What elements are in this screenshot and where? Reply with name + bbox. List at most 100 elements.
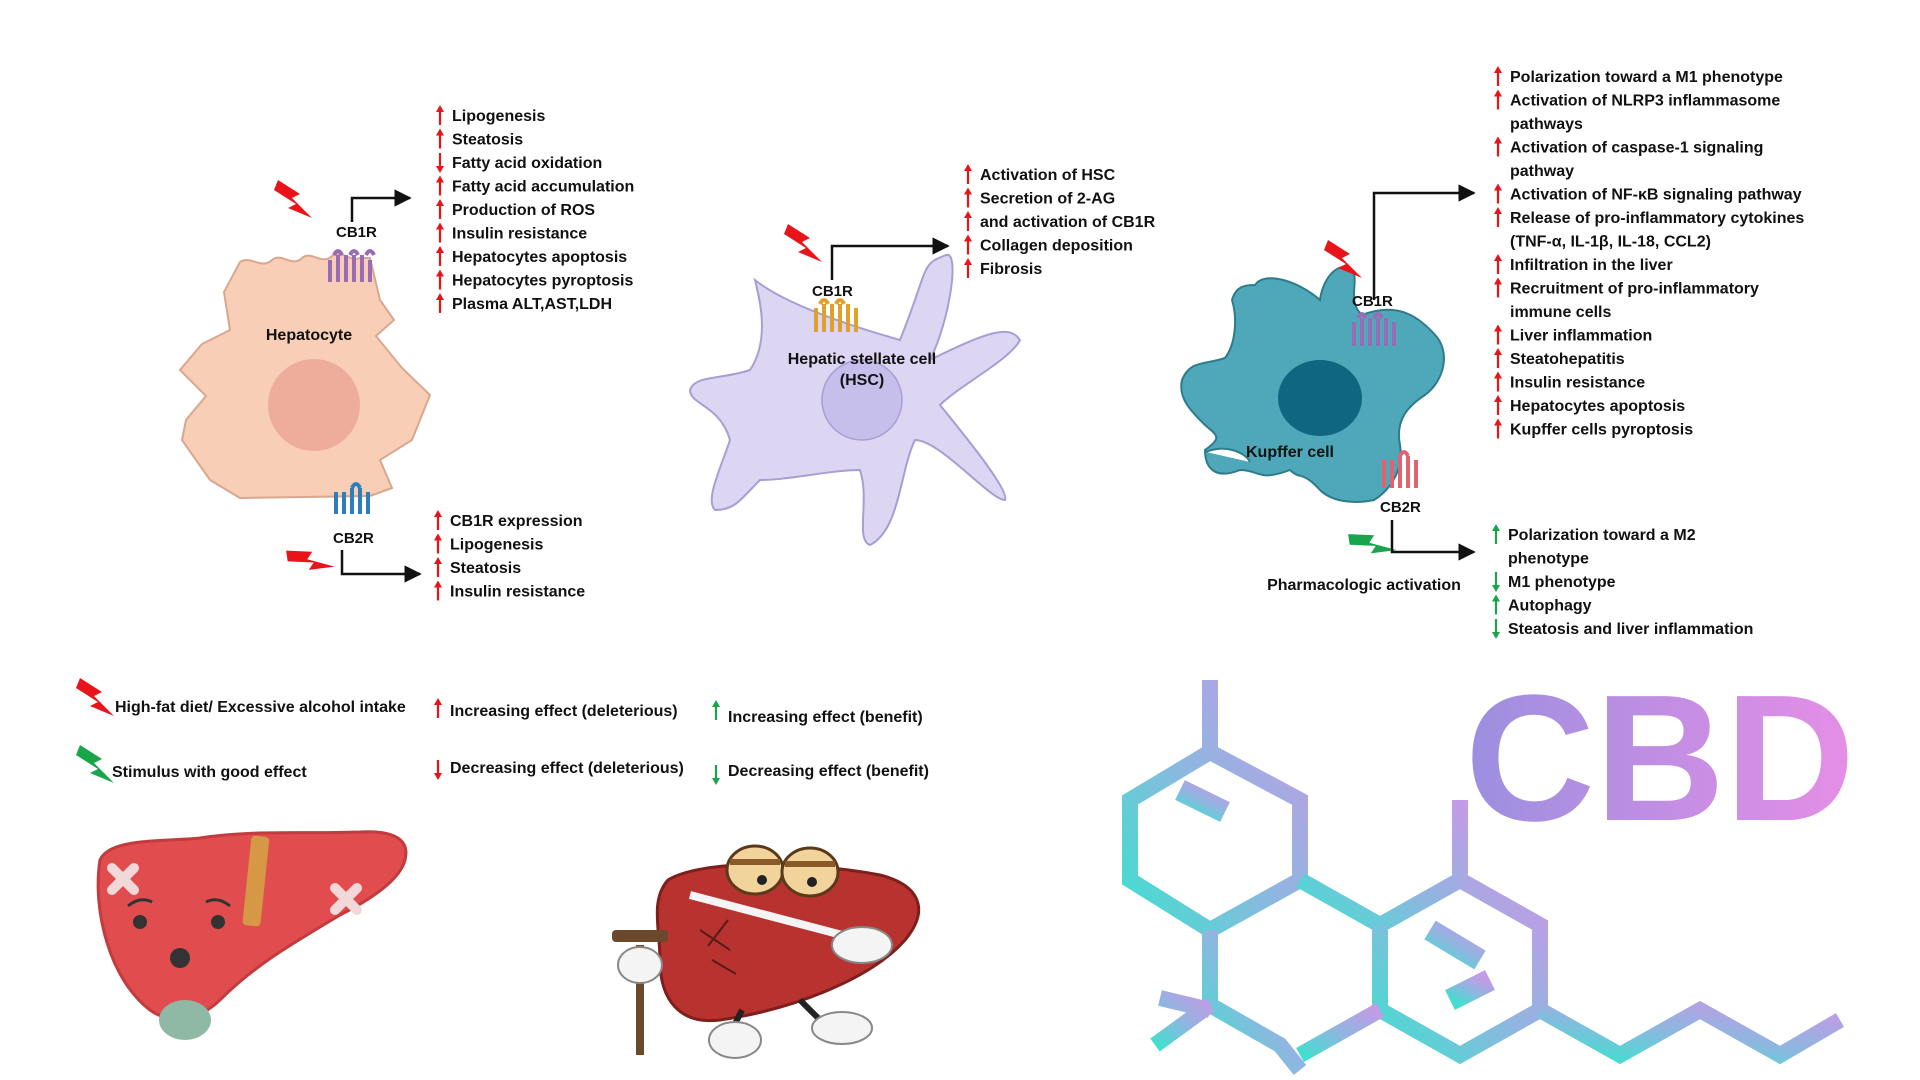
lightning-bolt-icon (1344, 517, 1397, 570)
kupffer-cb1r-receptor-icon (1352, 312, 1396, 346)
up-arrow-icon (964, 211, 972, 231)
cbd-molecule-icon (1122, 680, 1845, 1075)
hsc-label-line1: Hepatic stellate cell (788, 351, 937, 368)
hepatocyte-cb2r-label: CB2R (333, 530, 374, 547)
up-arrow-icon (436, 222, 444, 243)
hepatocyte-cb2r-receptor-icon (334, 482, 370, 514)
down-arrow-icon (1492, 572, 1500, 592)
up-arrow-icon (1494, 277, 1502, 298)
up-arrow-icon (1492, 524, 1500, 544)
up-arrow-icon (436, 246, 444, 266)
legend-good-stimulus: Stimulus with good effect (112, 764, 307, 781)
up-arrow-icon (1492, 594, 1500, 615)
up-arrow-icon (436, 175, 444, 196)
cb1r-arrow (350, 189, 412, 222)
hsc-label-line2: (HSC) (840, 372, 884, 389)
pharmacologic-activation-label: Pharmacologic activation (1267, 577, 1461, 594)
effect-item: Hepatocytes pyroptosis (452, 273, 633, 290)
up-arrow-icon (1494, 207, 1502, 227)
effect-item: Insulin resistance (452, 226, 587, 243)
kupffer-cb2r-label: CB2R (1380, 499, 1421, 516)
kupffer-label: Kupffer cell (1246, 444, 1334, 461)
effect-item: phenotype (1508, 551, 1589, 568)
effect-item: Fibrosis (980, 261, 1042, 278)
kupffer-cb1r-effects: Polarization toward a M1 phenotypeActiva… (1494, 66, 1804, 439)
hepatocyte-label: Hepatocyte (266, 327, 352, 344)
effect-item: Insulin resistance (1510, 375, 1645, 392)
lightning-bolt-icon (76, 745, 114, 783)
effect-item: (TNF-α, IL-1β, IL-18, CCL2) (1510, 234, 1711, 251)
cb2r-arrow (1390, 520, 1476, 561)
up-arrow-icon (1494, 136, 1502, 157)
down-arrow-icon (712, 765, 720, 785)
down-arrow-icon (1492, 619, 1500, 639)
effect-item: Liver inflammation (1510, 328, 1652, 345)
down-arrow-icon (434, 760, 442, 780)
up-arrow-icon (436, 269, 444, 290)
kupffer-group: Kupffer cell CB1R CB2R Pharmacologic act… (1180, 66, 1804, 639)
effect-item: Steatosis and liver inflammation (1508, 621, 1753, 638)
up-arrow-icon (1494, 89, 1502, 110)
effect-item: Steatohepatitis (1510, 351, 1625, 368)
up-arrow-icon (436, 128, 444, 149)
up-arrow-icon (436, 199, 444, 219)
effect-item: immune cells (1510, 304, 1611, 321)
up-arrow-icon (436, 293, 444, 313)
legend-dec-benefit: Decreasing effect (benefit) (728, 763, 929, 780)
up-arrow-icon (1494, 254, 1502, 274)
effect-item: Polarization toward a M1 phenotype (1510, 69, 1783, 86)
effect-item: Steatosis (450, 560, 521, 577)
up-arrow-icon (434, 698, 442, 718)
effect-item: Activation of HSC (980, 167, 1116, 184)
hepatocyte-cb1r-receptor-icon (328, 249, 376, 282)
hsc-group: Hepatic stellate cell (HSC) CB1R Activat… (688, 164, 1156, 547)
up-arrow-icon (1494, 371, 1502, 392)
up-arrow-icon (1494, 183, 1502, 204)
cbd-logo: CBD (1465, 658, 1855, 859)
up-arrow-icon (434, 510, 442, 530)
up-arrow-icon (964, 258, 972, 278)
up-arrow-icon (964, 187, 972, 208)
up-arrow-icon (1494, 348, 1502, 368)
lightning-bolt-icon (274, 180, 312, 218)
effect-item: Insulin resistance (450, 584, 585, 601)
effect-item: Autophagy (1508, 598, 1592, 615)
up-arrow-icon (1494, 395, 1502, 415)
kupffer-pseudopod (1205, 447, 1251, 463)
effect-item: Activation of NF-κB signaling pathway (1510, 187, 1802, 204)
effect-item: Activation of NLRP3 inflammasome (1510, 93, 1780, 110)
hepatocyte-cb2r-effects: CB1R expressionLipogenesisSteatosisInsul… (434, 510, 585, 601)
effect-item: Hepatocytes apoptosis (1510, 398, 1685, 415)
effect-item: Kupffer cells pyroptosis (1510, 422, 1693, 439)
kupffer-nucleus (1278, 360, 1362, 436)
up-arrow-icon (1494, 418, 1502, 439)
effect-item: Production of ROS (452, 202, 595, 219)
effect-item: Hepatocytes apoptosis (452, 249, 627, 266)
legend-dec-deleterious: Decreasing effect (deleterious) (450, 760, 684, 777)
hepatocyte-group: Hepatocyte CB1R CB2R LipogenesisSteatosi… (178, 105, 634, 601)
hsc-nucleus (821, 359, 903, 441)
effect-item: CB1R expression (450, 513, 583, 530)
effect-item: Fatty acid oxidation (452, 155, 602, 172)
effect-item: Fatty acid accumulation (452, 179, 634, 196)
effect-item: pathways (1510, 116, 1583, 133)
legend-inc-benefit: Increasing effect (benefit) (728, 709, 923, 726)
effect-item: and activation of CB1R (980, 214, 1156, 231)
effect-item: pathway (1510, 163, 1574, 180)
cb1r-arrow (830, 237, 950, 280)
effect-item: Lipogenesis (452, 108, 545, 125)
effect-item: Infiltration in the liver (1510, 257, 1673, 274)
hsc-cb1r-receptor-icon (814, 298, 858, 332)
hepatocyte-nucleus (268, 359, 360, 451)
effect-item: Lipogenesis (450, 537, 543, 554)
cbd-logo-text: CBD (1465, 658, 1855, 859)
effect-item: Secretion of 2-AG (980, 191, 1115, 208)
effect-item: Plasma ALT,AST,LDH (452, 296, 612, 313)
legend-harmful-stimulus: High-fat diet/ Excessive alcohol intake (115, 699, 406, 716)
sick-liver-cartoon-icon (96, 830, 408, 1040)
up-arrow-icon (964, 234, 972, 255)
hsc-cb1r-effects: Activation of HSC Secretion of 2-AG and ac… (964, 164, 1156, 278)
up-arrow-icon (964, 164, 972, 184)
